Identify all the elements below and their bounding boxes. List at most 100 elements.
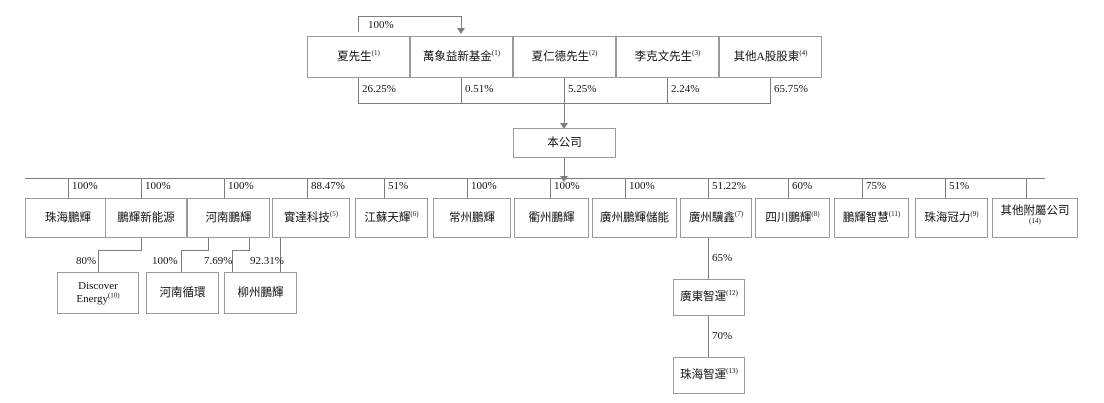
shareholder-box-4[interactable]: 李克文先生(3) — [616, 36, 719, 78]
f1-drop — [708, 316, 709, 357]
shareholder-label-2: 萬象益新基金(1) — [422, 48, 501, 63]
t2-drop — [181, 250, 182, 272]
control-link-arrow — [457, 28, 465, 34]
third-level-box-2[interactable]: 河南循環 — [146, 272, 219, 314]
control-link-pct: 100% — [368, 19, 394, 31]
t1-drop — [98, 250, 99, 272]
company-feed-arrow — [560, 123, 568, 129]
t2-pct: 100% — [152, 255, 178, 267]
subsidiary-label-9: 廣州驥鑫(7) — [688, 209, 744, 224]
shareholder-box-2[interactable]: 萬象益新基金(1) — [410, 36, 513, 78]
shareholder-drop-3 — [564, 78, 565, 103]
control-link-horizontal — [358, 16, 462, 17]
subsidiary-label-5: 江蘇天輝(6) — [364, 209, 419, 224]
subsidiary-box-4[interactable]: 實達科技(5) — [272, 198, 350, 238]
subsidiary-box-7[interactable]: 衢州鵬輝 — [514, 198, 589, 238]
subsidiary-drop-8 — [625, 178, 626, 198]
subsidiary-pct-3: 100% — [228, 180, 254, 192]
subsidiary-box-2[interactable]: 鵬輝新能源 — [105, 198, 187, 238]
control-link-vertical-left — [358, 16, 359, 32]
t3-parent-b-stub — [280, 238, 281, 272]
subsidiary-label-2: 鵬輝新能源 — [117, 211, 175, 224]
subsidiary-label-1: 珠海鵬輝 — [45, 211, 91, 224]
subsidiary-label-11: 鵬輝智慧(11) — [842, 209, 901, 224]
subsidiary-box-3[interactable]: 河南鵬輝 — [187, 198, 270, 238]
subsidiary-box-1[interactable]: 珠海鵬輝 — [25, 198, 111, 238]
subsidiary-box-12[interactable]: 珠海冠力(9) — [915, 198, 988, 238]
third-level-label-3: 柳州鵬輝 — [237, 286, 284, 299]
subsidiary-drop-12 — [945, 178, 946, 198]
t3-elbow-a — [232, 250, 250, 251]
subsidiary-drop-6 — [467, 178, 468, 198]
subsidiary-pct-10: 60% — [792, 180, 813, 192]
subsidiary-pct-6: 100% — [471, 180, 497, 192]
subsidiary-pct-7: 100% — [554, 180, 580, 192]
subsidiary-pct-9: 51.22% — [712, 180, 746, 192]
f1-pct: 70% — [712, 330, 733, 342]
company-box[interactable]: 本公司 — [513, 128, 616, 158]
shareholder-label-1: 夏先生(1) — [337, 48, 380, 63]
subsidiary-drop-3 — [224, 178, 225, 198]
third-level-box-3[interactable]: 柳州鵬輝 — [224, 272, 297, 314]
subsidiary-box-11[interactable]: 鵬輝智慧(11) — [834, 198, 909, 238]
subsidiary-drop-4 — [307, 178, 308, 198]
t3-pct-a: 7.69% — [204, 255, 233, 267]
t4-pct: 65% — [712, 252, 733, 264]
shareholder-drop-5 — [770, 78, 771, 103]
subsidiary-label-8: 廣州鵬輝儲能 — [600, 211, 669, 224]
company-feed-line — [564, 103, 565, 124]
subsidiary-drop-13 — [1026, 178, 1027, 198]
shareholder-pct-3: 5.25% — [568, 83, 597, 95]
shareholder-pct-1: 26.25% — [362, 83, 396, 95]
subsidiary-pct-1: 100% — [72, 180, 98, 192]
shareholder-box-1[interactable]: 夏先生(1) — [307, 36, 410, 78]
third-level-label-4: 廣東智運(12) — [680, 289, 738, 304]
subsidiary-box-13[interactable]: 其他附屬公司(14) — [992, 198, 1078, 238]
subsidiary-drop-1 — [68, 178, 69, 198]
subsidiary-box-6[interactable]: 常州鵬輝 — [433, 198, 511, 238]
subsidiary-drop-2 — [141, 178, 142, 198]
subsidiary-label-12: 珠海冠力(9) — [924, 209, 979, 224]
subsidiary-box-10[interactable]: 四川鵬輝(8) — [755, 198, 830, 238]
subsidiary-drop-7 — [550, 178, 551, 198]
subsidiary-label-7: 衢州鵬輝 — [528, 211, 575, 224]
subsidiary-box-5[interactable]: 江蘇天輝(6) — [355, 198, 428, 238]
subsidiary-label-10: 四川鵬輝(8) — [765, 209, 820, 224]
shareholder-pct-5: 65.75% — [774, 83, 808, 95]
subsidiary-pct-12: 51% — [949, 180, 970, 192]
subsidiary-drop-11 — [862, 178, 863, 198]
t1-pct: 80% — [76, 255, 97, 267]
subsidiary-label-3: 河南鵬輝 — [205, 211, 252, 224]
third-level-box-4[interactable]: 廣東智運(12) — [673, 279, 745, 316]
shareholder-box-5[interactable]: 其他A股股東(4) — [719, 36, 822, 78]
subsidiary-bus — [25, 178, 1045, 179]
subsidiary-drop-10 — [788, 178, 789, 198]
t2-parent-stub — [208, 238, 209, 251]
subsidiary-label-6: 常州鵬輝 — [449, 211, 495, 224]
t1-parent-stub — [141, 238, 142, 251]
shareholder-label-5: 其他A股股東(4) — [733, 48, 808, 63]
subsidiary-label-4: 實達科技(5) — [283, 209, 339, 224]
shareholder-label-4: 李克文先生(3) — [634, 48, 701, 63]
shareholder-drop-4 — [667, 78, 668, 103]
subsidiary-pct-5: 51% — [388, 180, 409, 192]
fourth-level-label-1: 珠海智運(13) — [680, 367, 738, 382]
subsidiary-box-9[interactable]: 廣州驥鑫(7) — [680, 198, 752, 238]
subsidiary-drop-5 — [384, 178, 385, 198]
subsidiary-drop-9 — [708, 178, 709, 198]
subsidiary-pct-4: 88.47% — [311, 180, 345, 192]
subsidiary-pct-8: 100% — [629, 180, 655, 192]
company-out-arrow — [560, 176, 568, 182]
fourth-level-box-1[interactable]: 珠海智運(13) — [673, 357, 745, 394]
shareholder-label-3: 夏仁德先生(2) — [531, 48, 598, 63]
subsidiary-box-8[interactable]: 廣州鵬輝儲能 — [592, 198, 677, 238]
subsidiary-pct-2: 100% — [145, 180, 171, 192]
subsidiary-pct-11: 75% — [866, 180, 887, 192]
third-level-label-2: 河南循環 — [159, 286, 206, 299]
t2-elbow — [181, 250, 209, 251]
t3-parent-a-stub — [249, 238, 250, 251]
subsidiary-label-13: 其他附屬公司(14) — [1000, 204, 1070, 226]
shareholder-box-3[interactable]: 夏仁德先生(2) — [513, 36, 616, 78]
